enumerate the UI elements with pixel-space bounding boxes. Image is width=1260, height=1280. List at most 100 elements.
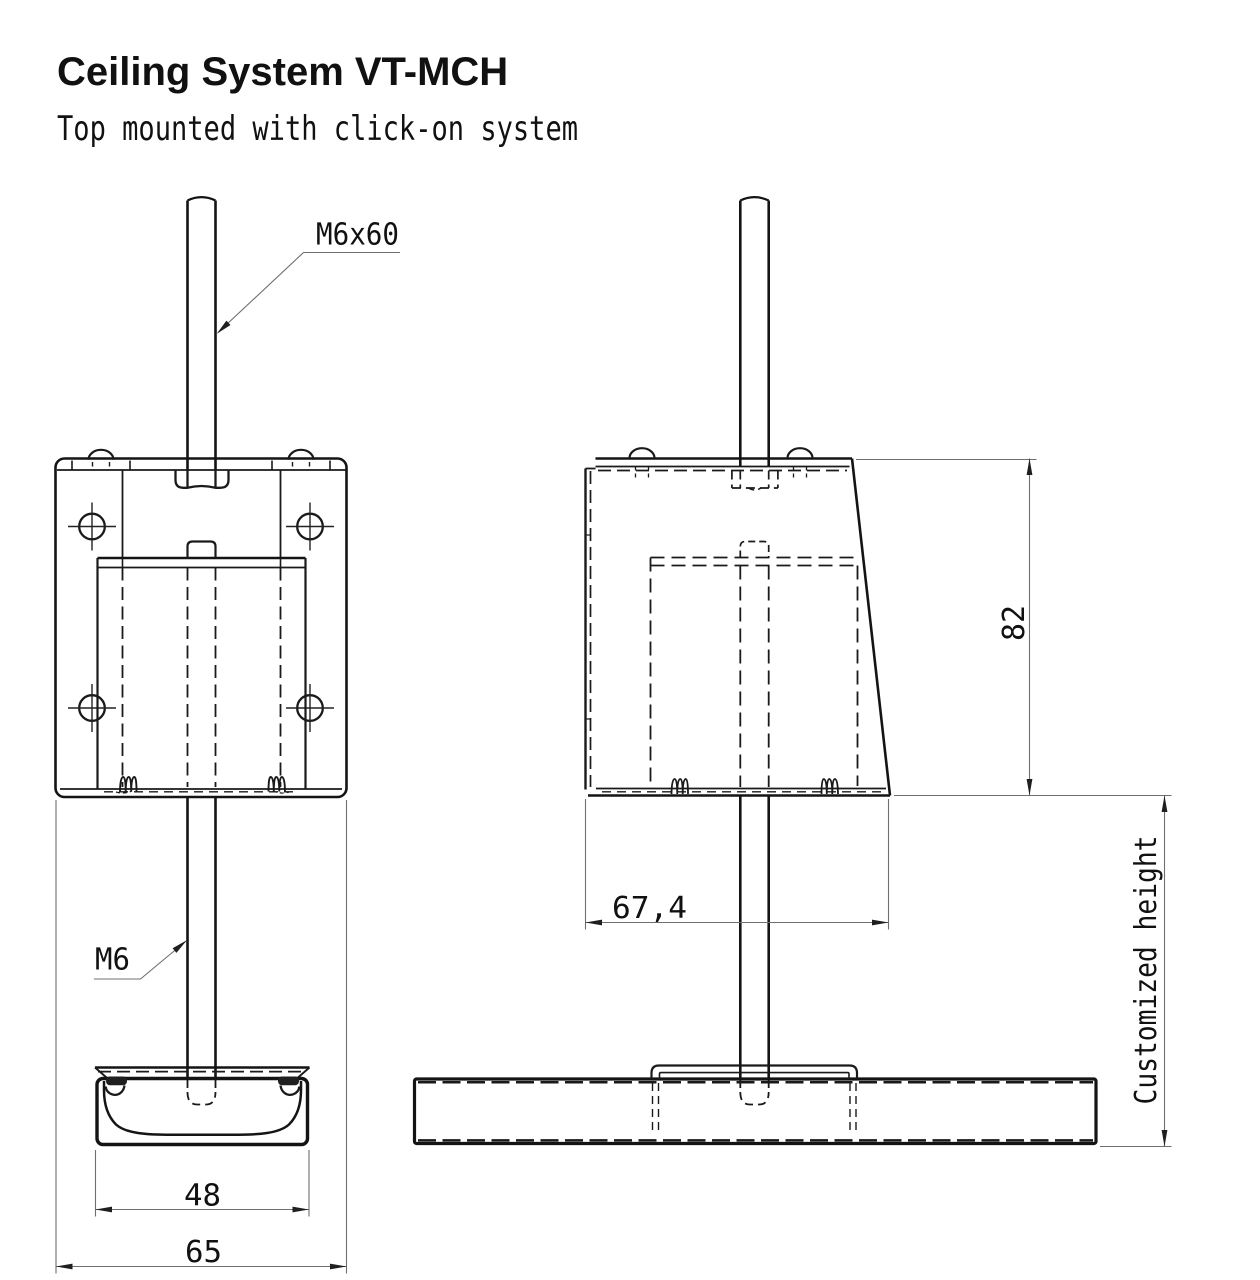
dim-side-bracket-depth-dim-line-1	[584, 799, 890, 930]
leader-m6x60: M6x60	[216, 218, 400, 334]
side-rail-edge-1	[412, 1077, 1098, 1146]
front-rail-left-lip	[106, 1076, 127, 1086]
side-hidden-nut-hidden-edge-3	[739, 470, 770, 488]
front-inner-insert-edge-4	[121, 558, 282, 568]
side-hidden-clips	[670, 778, 839, 795]
dim-front-bracket-width-arrowhead-1	[56, 1263, 73, 1270]
front-holes	[68, 502, 334, 732]
dim-front-rail-width: 48	[94, 1150, 310, 1217]
side-lower-rod	[739, 795, 770, 1106]
dim-side-bracket-depth-arrowhead-2	[872, 919, 889, 926]
front-lower-rod-edge-1	[186, 797, 217, 1080]
dim-side-bracket-depth: 67,4	[584, 799, 890, 930]
side-bracket-body-edge-5	[850, 458, 892, 796]
dim-side-bracket-depth-arrowhead-1	[585, 919, 602, 926]
dim-side-bracket-height-dim-line-1	[856, 458, 1172, 797]
side-hidden-nut-hidden-edge-1	[731, 470, 779, 489]
front-holes-centerline-1	[68, 502, 334, 732]
front-rail	[94, 1066, 311, 1147]
dim-front-bracket-width: 65	[55, 800, 348, 1274]
side-hidden-insert	[649, 556, 859, 787]
front-hex-nut-edge-2	[186, 470, 217, 488]
front-bottom-clips	[115, 776, 290, 794]
front-top-screws	[87, 448, 315, 470]
page-title: Ceiling System VT-MCH	[57, 50, 508, 94]
front-bottom-clips-hidden-edge-1	[115, 790, 290, 794]
side-upper-rod-edge-1	[739, 200, 770, 467]
dim-text-67-4: 67,4	[612, 891, 687, 926]
dim-customized-height-arrowhead-1	[1161, 795, 1168, 812]
side-top-screws	[628, 447, 814, 478]
front-rail-edge-5	[279, 1085, 301, 1096]
dim-front-bracket-width-arrowhead-2	[330, 1263, 347, 1270]
dim-front-rail-width-dim-line-1	[94, 1150, 310, 1217]
side-top-screws-edge-1	[628, 447, 656, 459]
dim-customized-height: Customized height	[1100, 795, 1172, 1148]
dim-front-rail-width-arrowhead-2	[292, 1206, 309, 1213]
front-bracket-body-edge-3	[71, 460, 331, 470]
drawing-header: Ceiling System VT-MCH Top mounted with c…	[57, 50, 578, 149]
side-upper-rod	[739, 196, 770, 467]
front-rail-edge-4	[104, 1085, 126, 1096]
dim-customized-height-arrowhead-2	[1161, 1130, 1168, 1147]
leader-m6x60-arrowhead-1	[216, 320, 231, 334]
side-hidden-insert-hidden-edge-2	[649, 557, 859, 787]
side-top-screws-edge-2	[786, 447, 814, 459]
front-inner-insert	[96, 556, 307, 789]
front-hex-nut-edge-1	[174, 470, 230, 489]
front-hidden-rod	[186, 567, 217, 787]
side-rail-edge-2	[650, 1064, 859, 1079]
side-upper-rod-edge-2	[739, 196, 770, 202]
leader-m6-arrowhead-1	[172, 940, 187, 953]
front-top-screws-edge-1	[87, 448, 115, 460]
dim-text-customized-height: Customized height	[1129, 836, 1164, 1105]
side-hidden-insert-hidden-edge-1	[650, 556, 858, 567]
leader-m6-dim-line-1	[94, 941, 186, 980]
front-top-screws-edge-2	[287, 448, 315, 460]
front-upper-rod-edge-2	[187, 196, 216, 202]
dim-front-bracket-width-dim-line-1	[55, 800, 348, 1274]
front-fold-lines-edge-1	[121, 470, 282, 558]
dim-text-65: 65	[185, 1235, 222, 1270]
front-rail-edge-3	[95, 1076, 310, 1147]
side-rail-edge-3	[658, 1071, 850, 1079]
label-m6x60: M6x60	[316, 218, 399, 253]
leader-m6: M6	[94, 940, 187, 980]
front-upper-rod	[186, 196, 217, 470]
front-lower-rod-cap	[186, 540, 217, 558]
front-view: M6x60 M6 48 65	[54, 196, 400, 1274]
dim-text-48: 48	[184, 1179, 221, 1214]
front-rail-edge-6	[102, 1081, 303, 1137]
side-hidden-clips-edge-2	[820, 778, 839, 795]
leader-m6x60-dim-line-1	[217, 251, 400, 333]
front-rail-edge-2	[94, 1066, 311, 1079]
front-lower-rod	[186, 797, 217, 1106]
side-lower-rod-edge-1	[739, 795, 770, 1080]
front-rail-right-lip	[278, 1076, 299, 1086]
side-bracket-body	[584, 457, 892, 797]
side-hidden-nut-hidden-edge-2	[748, 487, 762, 491]
side-rail	[412, 1064, 1098, 1146]
dim-side-bracket-height-arrowhead-2	[1026, 779, 1033, 796]
front-lower-rod-cap-edge-1	[186, 540, 217, 558]
side-hidden-nut	[731, 470, 779, 491]
side-lower-rod-hidden-edge-2	[739, 1091, 770, 1106]
dim-text-82: 82	[997, 605, 1032, 641]
side-hidden-rod-cap	[739, 540, 770, 558]
front-bottom-clips-edge-2	[267, 776, 286, 792]
label-m6: M6	[95, 943, 130, 978]
dim-side-bracket-height-arrowhead-1	[1026, 458, 1033, 475]
front-fold-lines	[121, 470, 282, 787]
side-top-screws-hidden-edge-1	[634, 466, 808, 478]
side-rail-hidden-edge-3	[651, 1083, 857, 1133]
front-bracket-body	[54, 457, 348, 799]
dim-front-rail-width-arrowhead-1	[95, 1206, 112, 1213]
front-top-screws-hidden-edge-1	[91, 462, 311, 470]
front-fold-lines-hidden-edge-1	[121, 567, 282, 787]
front-upper-rod-edge-1	[186, 200, 217, 470]
dim-side-bracket-height: 82	[856, 458, 1172, 797]
page-subtitle: Top mounted with click-on system	[57, 109, 578, 149]
front-hex-nut	[174, 470, 230, 489]
